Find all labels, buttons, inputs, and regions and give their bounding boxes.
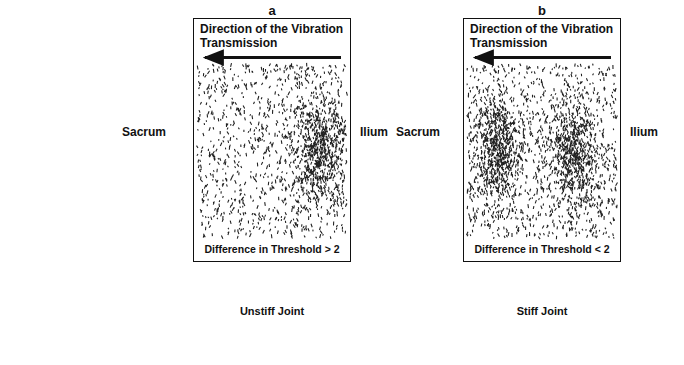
panel-heading: Direction of the Vibration Transmission (194, 19, 350, 51)
threshold-note: Difference in Threshold > 2 (194, 243, 350, 255)
panel-box: Direction of the Vibration TransmissionD… (463, 18, 621, 262)
direction-arrow (475, 56, 611, 59)
threshold-note: Difference in Threshold < 2 (464, 243, 620, 255)
direction-arrow (205, 56, 341, 59)
caption-label: Stiff Joint (517, 305, 568, 317)
caption-label: Unstiff Joint (240, 305, 304, 317)
vibration-texture (467, 58, 618, 240)
panel-box: Direction of the Vibration TransmissionD… (193, 18, 351, 262)
bone-label: Ilium (360, 125, 388, 139)
vibration-texture (197, 58, 348, 239)
panel-letter: a (268, 3, 275, 18)
speckle-strokes (467, 63, 618, 239)
bone-label: Ilium (630, 125, 658, 139)
bone-label: Sacrum (396, 125, 440, 139)
speckle-strokes (197, 63, 348, 239)
panel-heading: Direction of the Vibration Transmission (464, 19, 620, 51)
panel-letter: b (538, 3, 546, 18)
bone-label: Sacrum (122, 125, 166, 139)
